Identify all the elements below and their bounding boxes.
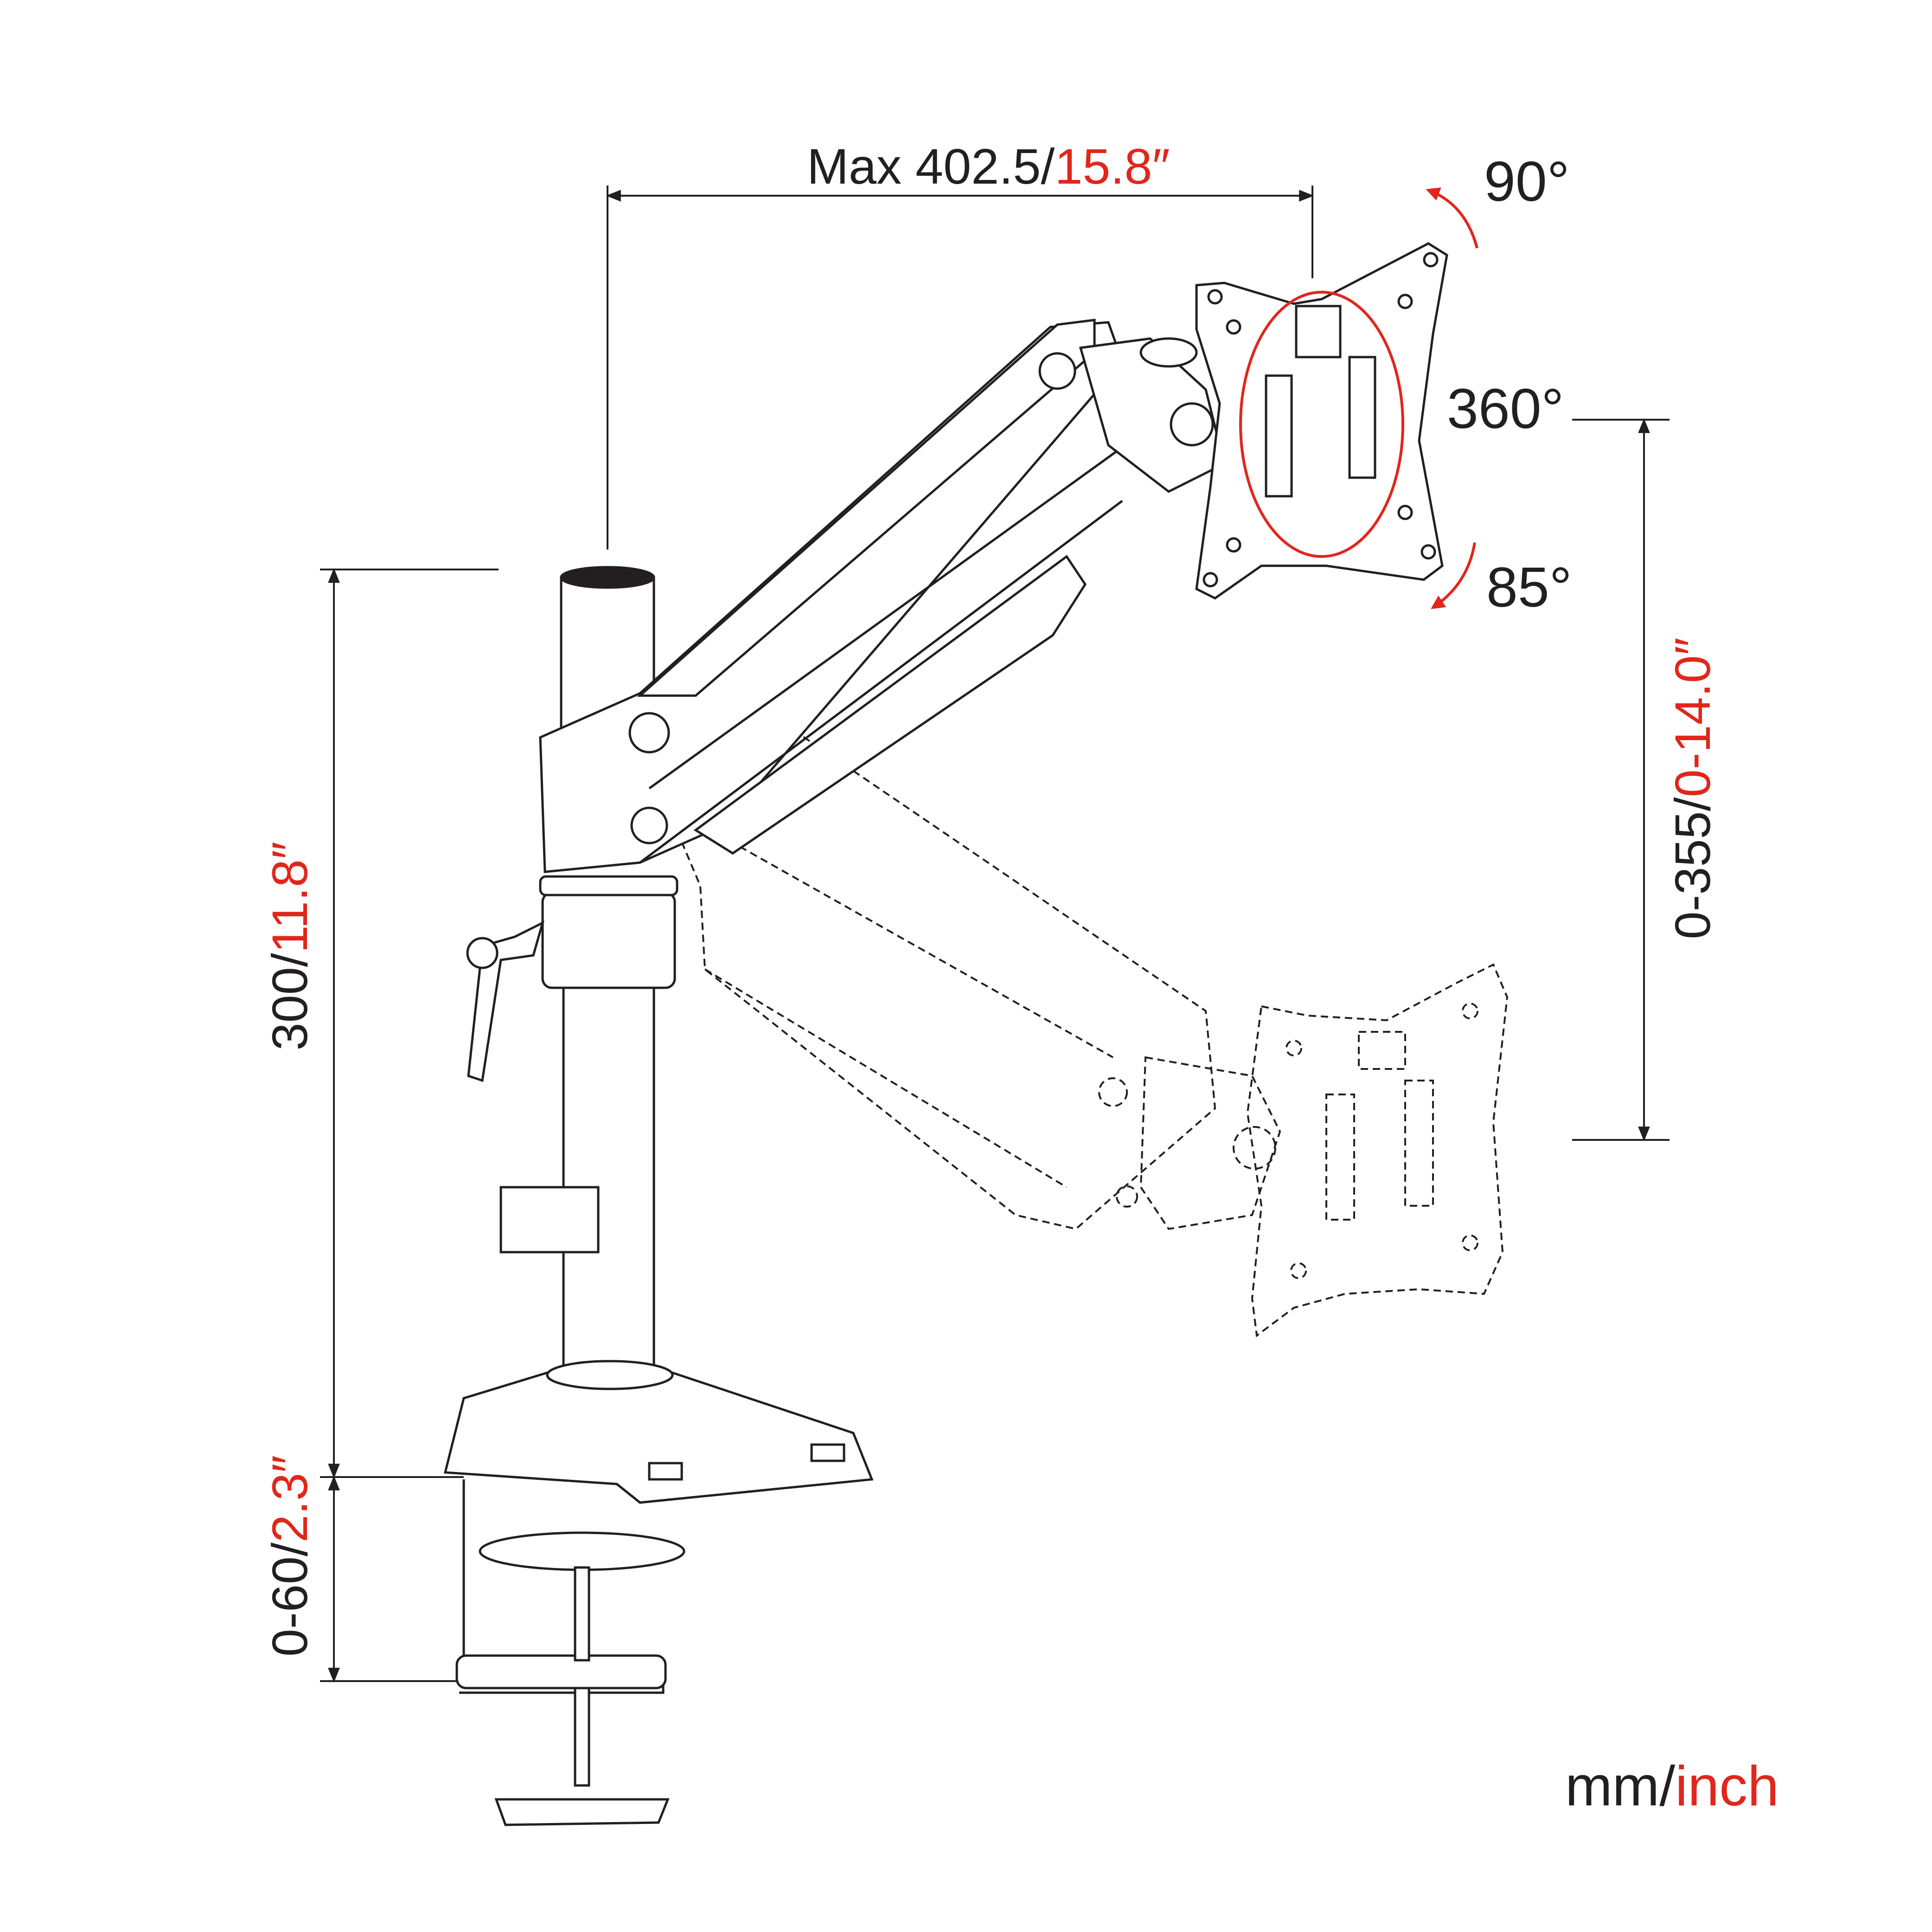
max-extension-label: Max 402.5/15.8″ bbox=[807, 138, 1170, 194]
tilt-down-label: 85° bbox=[1486, 556, 1572, 619]
vesa-plate bbox=[1195, 242, 1448, 600]
clamp-plate bbox=[479, 1531, 685, 1571]
rotation-360-icon bbox=[1239, 291, 1404, 558]
clamp-knob bbox=[494, 1798, 670, 1826]
tilt-up-label: 90° bbox=[1484, 150, 1570, 213]
desk-base bbox=[443, 1371, 874, 1504]
lowered-vesa-plate bbox=[1246, 963, 1509, 1337]
height-range-label: 0-355/0-14.0″ bbox=[1664, 637, 1721, 940]
dimension-lines bbox=[320, 186, 1670, 1683]
arm-lower bbox=[693, 555, 1087, 855]
units-legend: mm/inch bbox=[1565, 1754, 1779, 1817]
rotation-label: 360° bbox=[1447, 377, 1564, 440]
clamp-range-label: 0-60/2.3″ bbox=[262, 1455, 318, 1657]
rotation-indicators bbox=[1239, 187, 1478, 609]
gas-spring-arm bbox=[539, 319, 1226, 873]
cable-clip bbox=[499, 1186, 600, 1254]
pole-height-label: 300/11.8″ bbox=[262, 841, 318, 1051]
pole bbox=[562, 972, 655, 1393]
tilt-down-arrow-icon bbox=[1431, 542, 1476, 609]
tilt-up-arrow-icon bbox=[1426, 187, 1478, 249]
height-collar bbox=[541, 891, 676, 989]
